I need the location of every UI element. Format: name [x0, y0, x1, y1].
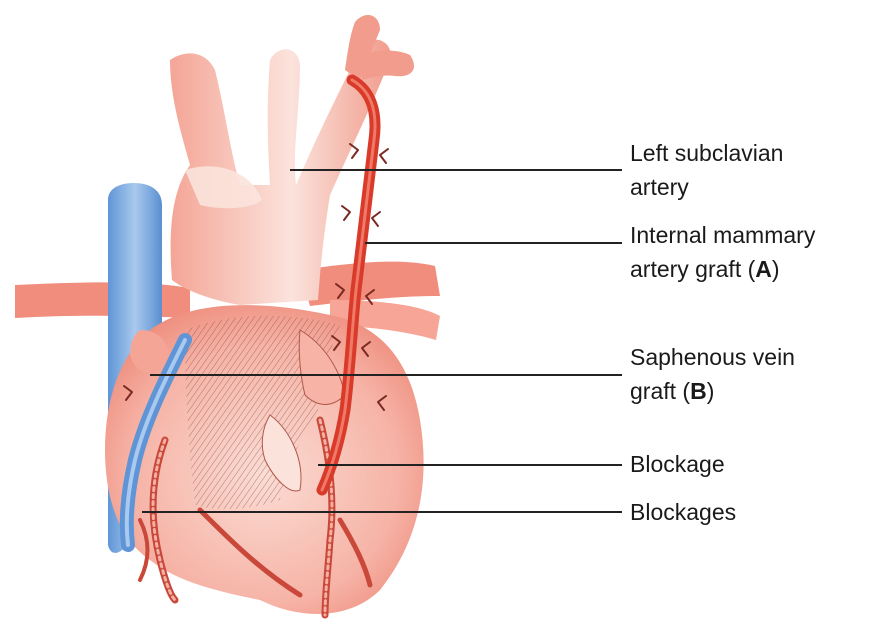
label-saphenous-end: ) [707, 378, 715, 404]
label-internal-mammary-line1: Internal mammary [630, 218, 815, 252]
label-internal-mammary-text: artery graft ( [630, 256, 755, 282]
label-saphenous-text: graft ( [630, 378, 690, 404]
label-left-subclavian-line1: Left subclavian [630, 136, 783, 170]
label-internal-mammary-line2: artery graft (A) [630, 252, 815, 286]
label-blockages: Blockages [630, 495, 736, 529]
label-left-subclavian-artery: Left subclavian artery [630, 136, 783, 204]
label-graft-letter-b: B [690, 378, 707, 404]
label-saphenous-line2: graft (B) [630, 374, 795, 408]
label-internal-mammary-graft: Internal mammary artery graft (A) [630, 218, 815, 286]
label-left-subclavian-line2: artery [630, 170, 783, 204]
label-saphenous-vein-graft: Saphenous vein graft (B) [630, 340, 795, 408]
label-saphenous-line1: Saphenous vein [630, 340, 795, 374]
aorta [170, 15, 414, 305]
label-blockage: Blockage [630, 447, 725, 481]
label-graft-letter-a: A [755, 256, 772, 282]
label-internal-mammary-end: ) [772, 256, 780, 282]
